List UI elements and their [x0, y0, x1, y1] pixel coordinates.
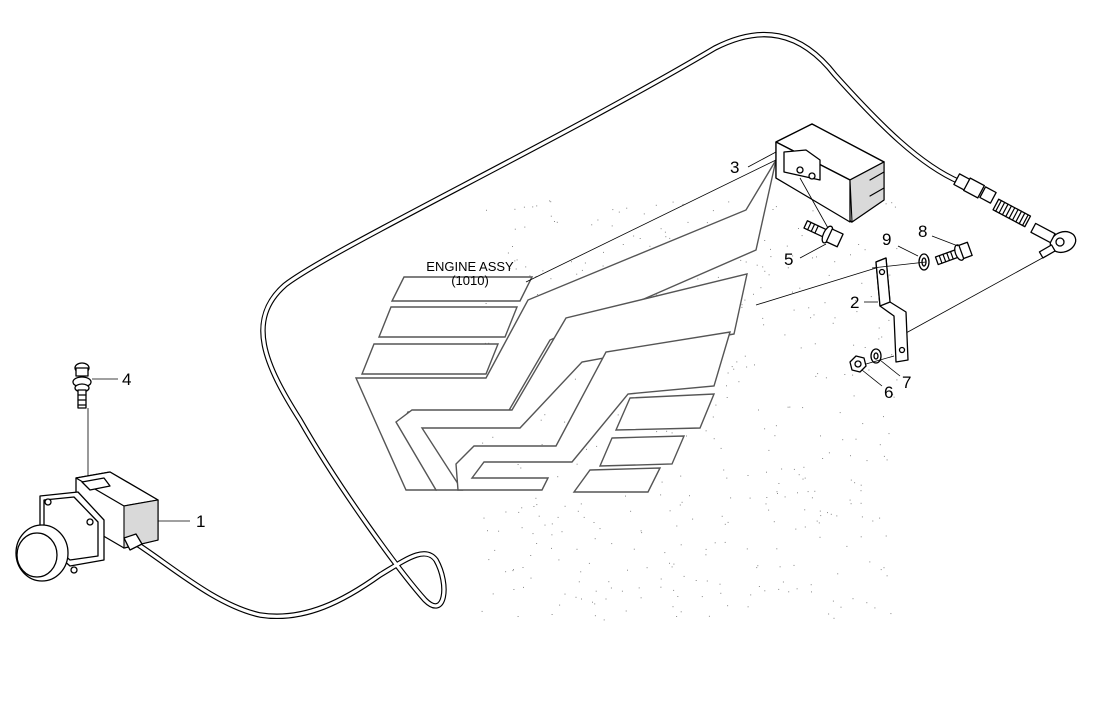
callout-2: 2: [850, 293, 859, 312]
part-4-bolt: 4: [72, 362, 131, 409]
small-plate-3: [572, 467, 662, 493]
part-2-plate: 2: [755, 257, 909, 363]
cable-end-fitting: [905, 173, 1077, 334]
callout-9: 9: [882, 230, 891, 249]
part-3-bracket: 3: [730, 123, 885, 229]
part-1-actuator: 1: [15, 408, 205, 582]
callout-4: 4: [122, 370, 131, 389]
part-5-bolt: 5: [784, 220, 844, 269]
engine-assy-label: ENGINE ASSY: [426, 259, 514, 274]
callout-8: 8: [918, 222, 927, 241]
plate-3: [360, 343, 500, 375]
engine-assy-leader: [525, 159, 777, 283]
callout-7: 7: [902, 373, 911, 392]
callout-5: 5: [784, 250, 793, 269]
callout-1: 1: [196, 512, 205, 531]
part-6-nut: 6: [849, 355, 895, 402]
small-plate-1: [614, 393, 716, 431]
control-cable: [131, 31, 963, 619]
callout-6: 6: [884, 383, 893, 402]
plate-1: [390, 276, 534, 302]
callout-3: 3: [730, 158, 739, 177]
part-7-washer: 7: [870, 348, 911, 392]
part-8-bolt: 8: [871, 222, 973, 269]
engine-assy-number: (1010): [451, 273, 489, 288]
plate-2: [377, 306, 519, 338]
small-plate-2: [598, 435, 686, 467]
engine-assy-reference-figure: ENGINE ASSY (1010): [354, 159, 777, 493]
rod-threads: [995, 199, 1029, 227]
chevron-band-3: [455, 331, 731, 491]
